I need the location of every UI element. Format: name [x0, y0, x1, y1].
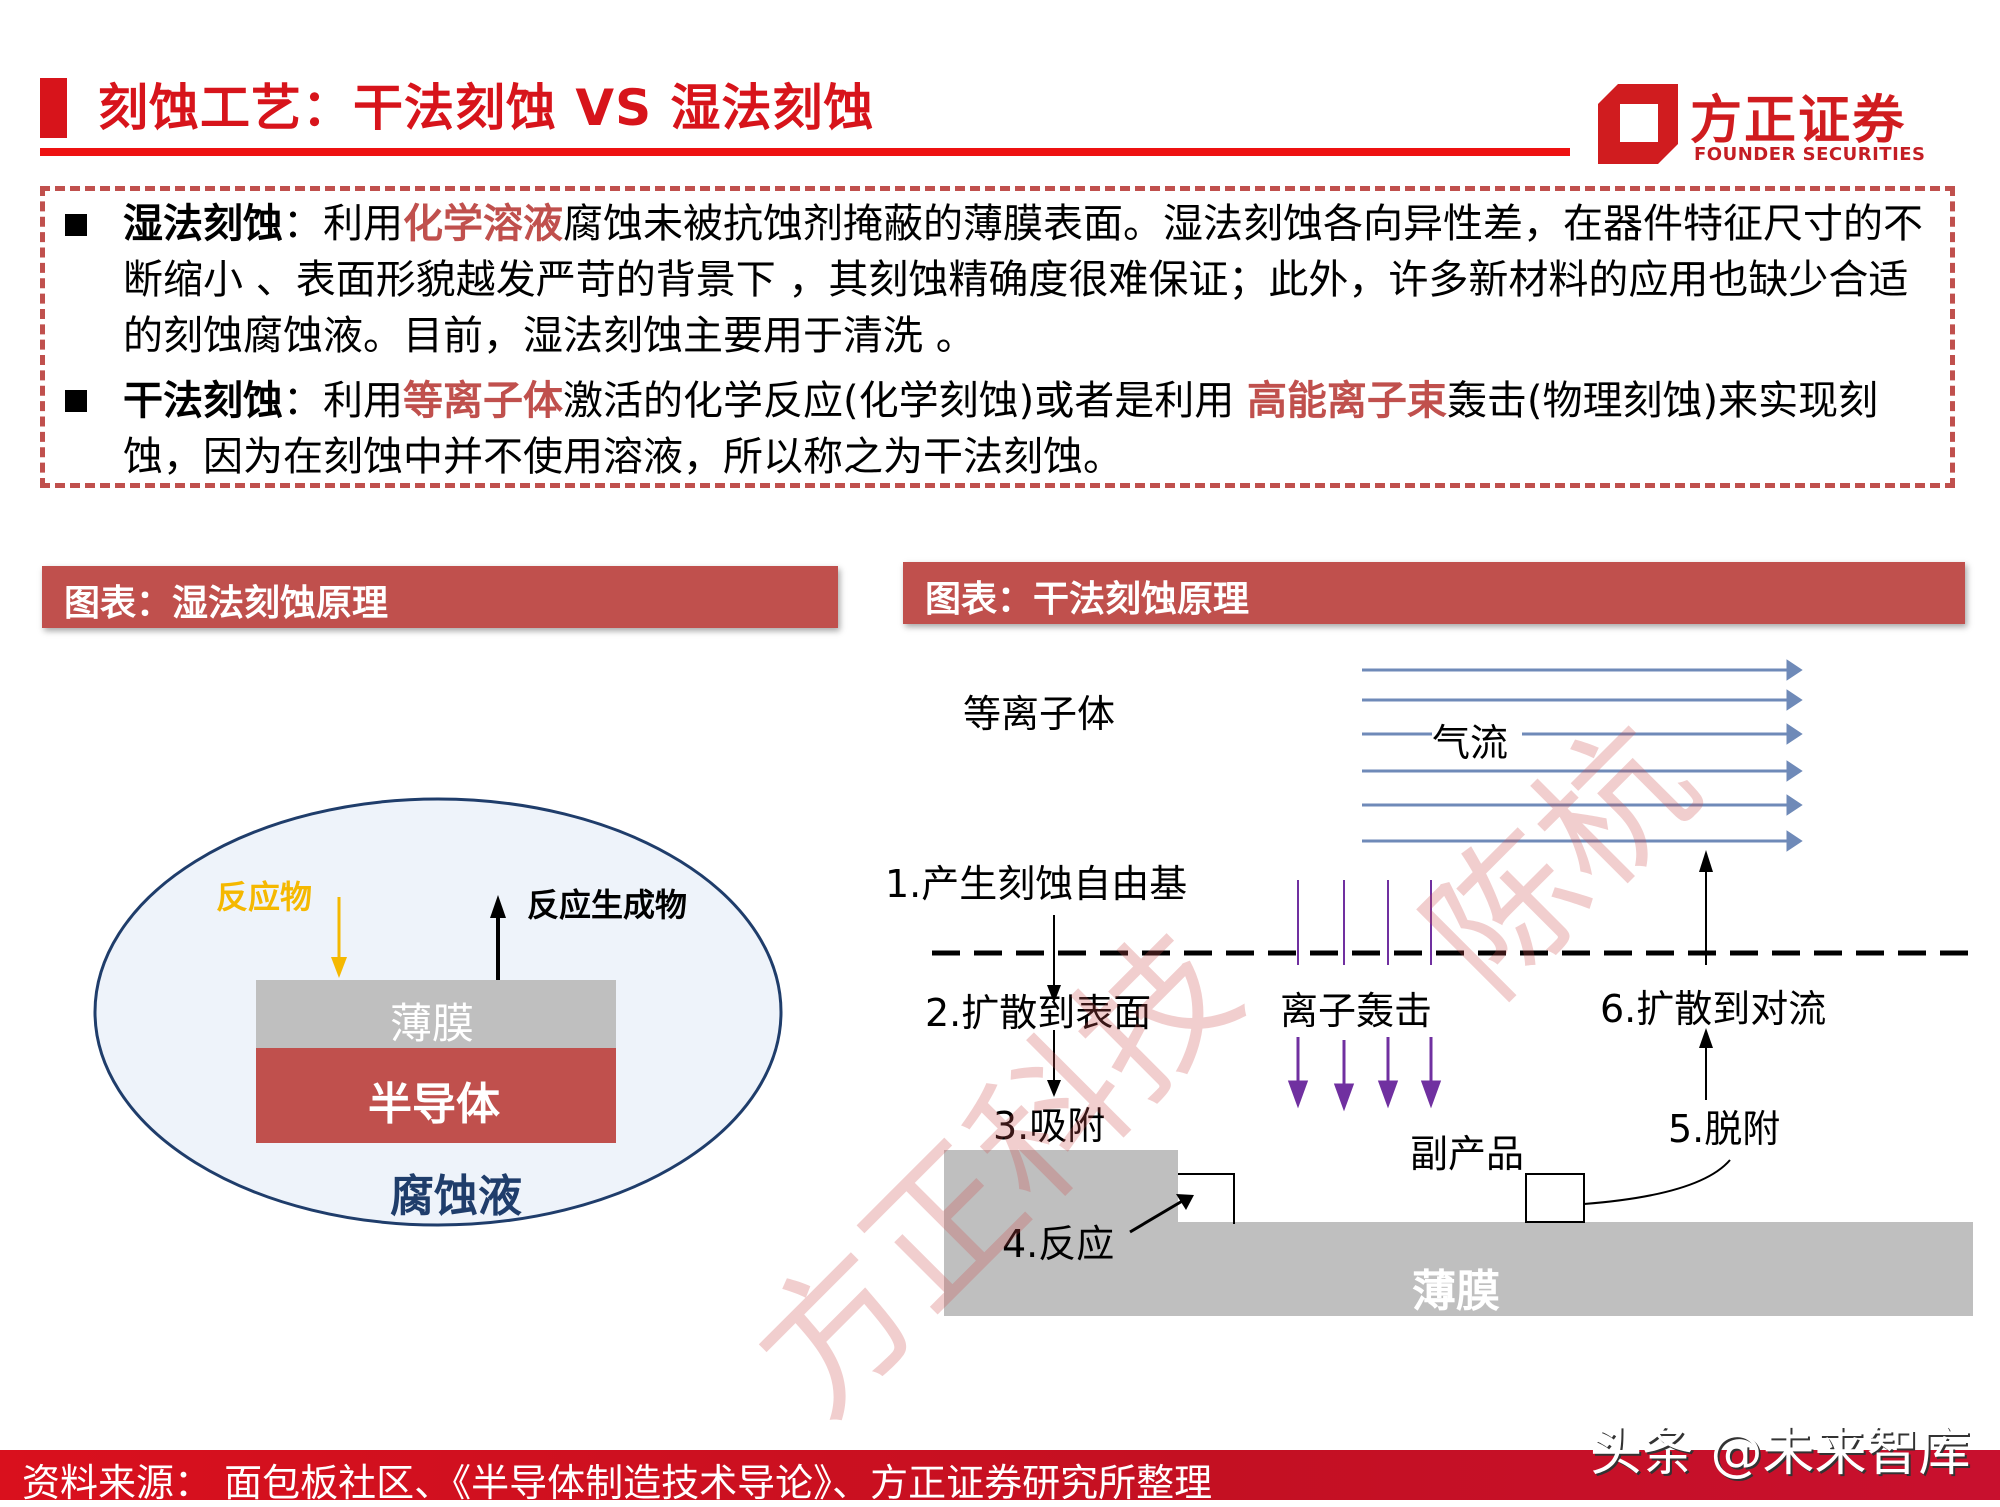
step1-label: 1.产生刻蚀自由基	[885, 862, 1188, 906]
wet-figure-header: 图表：湿法刻蚀原理	[42, 566, 838, 628]
step2-label: 2.扩散到表面	[925, 991, 1152, 1035]
text: 激活的化学反应(化学刻蚀)或者是利用	[563, 378, 1247, 424]
highlight-chemical-solution: 化学溶液	[403, 201, 563, 247]
highlight-ion-beam: 高能离子束	[1246, 378, 1447, 424]
film-label: 薄膜	[390, 999, 475, 1048]
text: ：利用	[283, 378, 403, 424]
etchant-label: 腐蚀液	[390, 1171, 522, 1222]
highlight-plasma: 等离子体	[403, 378, 563, 424]
text: ：利用	[283, 201, 403, 247]
dry-etch-body: 轰击(物理刻蚀)来实现刻蚀，因为在刻蚀中并不使用溶液，所以称之为干法刻蚀。	[123, 378, 1879, 480]
plasma-label: 等离子体	[963, 692, 1116, 736]
step6-label: 6.扩散到对流	[1600, 987, 1827, 1031]
product-label: 反应生成物	[527, 886, 688, 924]
wet-etch-keyword: 湿法刻蚀	[123, 201, 283, 247]
wet-etch-paragraph: 湿法刻蚀：利用化学溶液腐蚀未被抗蚀剂掩蔽的薄膜表面。湿法刻蚀各向异性差，在器件特…	[123, 196, 1943, 364]
founder-logo-icon	[1598, 84, 1678, 164]
title-divider	[40, 148, 1570, 156]
logo-name-en: FOUNDER SECURITIES	[1694, 144, 1926, 165]
bullet-square-icon	[65, 214, 87, 236]
page-title: 刻蚀工艺：干法刻蚀 VS 湿法刻蚀	[98, 79, 875, 137]
byproduct-label: 副产品	[1410, 1132, 1525, 1176]
reactant-label: 反应物	[216, 878, 313, 916]
dry-figure-header: 图表：干法刻蚀原理	[903, 562, 1965, 624]
dry-etch-keyword: 干法刻蚀	[123, 378, 283, 424]
gas-flow-label: 气流	[1432, 721, 1509, 765]
wet-etch-body: 腐蚀未被抗蚀剂掩蔽的薄膜表面。湿法刻蚀各向异性差，在器件特征尺寸的不断缩小 、表…	[123, 201, 1923, 359]
dry-etch-paragraph: 干法刻蚀：利用等离子体激活的化学反应(化学刻蚀)或者是利用 高能离子束轰击(物理…	[123, 373, 1943, 485]
semiconductor-label: 半导体	[368, 1079, 500, 1130]
source-note: 资料来源： 面包板社区、《半导体制造技术导论》、方正证券研究所整理	[22, 1461, 1213, 1505]
logo-name-cn: 方正证券	[1690, 91, 1907, 151]
step4-label: 4.反应	[1002, 1222, 1115, 1266]
wet-figure-title: 图表：湿法刻蚀原理	[64, 583, 389, 624]
dry-figure-title: 图表：干法刻蚀原理	[925, 579, 1250, 620]
ion-bombardment-label: 离子轰击	[1280, 989, 1433, 1033]
bullet-square-icon	[65, 390, 87, 412]
footer-bar	[0, 1450, 2000, 1500]
platform-watermark: 头条 @未来智库	[1590, 1423, 1971, 1483]
founder-logo: 方正证券 FOUNDER SECURITIES	[1598, 78, 1928, 168]
title-marker	[40, 78, 67, 138]
dry-film-label: 薄膜	[1412, 1266, 1500, 1317]
step5-label: 5.脱附	[1668, 1107, 1781, 1151]
summary-box	[40, 186, 1955, 488]
step3-label: 3.吸附	[993, 1104, 1106, 1148]
